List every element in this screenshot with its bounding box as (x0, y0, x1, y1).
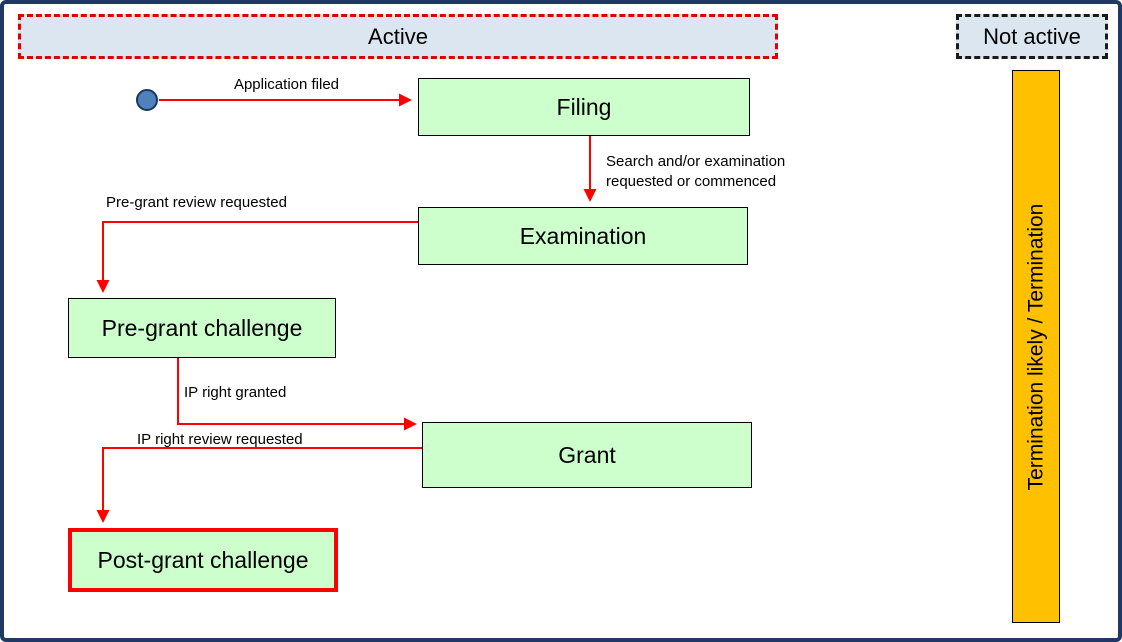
node-pre-grant-challenge-label: Pre-grant challenge (101, 314, 303, 341)
node-filing: Filing (418, 78, 750, 136)
termination-sidebar: Termination likely / Termination (1012, 70, 1060, 623)
edge-label-application-filed: Application filed (233, 76, 340, 93)
node-filing-label: Filing (556, 93, 612, 120)
edge-label-ip-right-review: IP right review requested (137, 431, 303, 448)
start-state-dot (136, 89, 158, 111)
node-grant: Grant (422, 422, 752, 488)
node-post-grant-challenge: Post-grant challenge (68, 528, 338, 592)
arrow-ip-right-granted (177, 358, 417, 431)
node-examination-label: Examination (519, 222, 647, 249)
not-active-region-header: Not active (956, 14, 1108, 59)
edge-label-pre-grant-review: Pre-grant review requested (106, 194, 287, 211)
flow-arrows-layer (96, 89, 597, 523)
node-pre-grant-challenge: Pre-grant challenge (68, 298, 336, 358)
edge-label-ip-right-granted: IP right granted (184, 384, 287, 401)
termination-label: Termination likely / Termination (1024, 203, 1048, 490)
arrow-pre-grant-review (96, 221, 418, 293)
active-label: Active (368, 23, 428, 49)
node-post-grant-challenge-label: Post-grant challenge (97, 546, 309, 573)
not-active-label: Not active (983, 23, 1081, 49)
active-region-header: Active (18, 14, 778, 59)
node-examination: Examination (418, 207, 748, 265)
node-grant-label: Grant (558, 441, 616, 468)
edge-label-search-examination: Search and/or examination requested or c… (606, 153, 786, 191)
arrow-ip-right-review (96, 447, 422, 523)
